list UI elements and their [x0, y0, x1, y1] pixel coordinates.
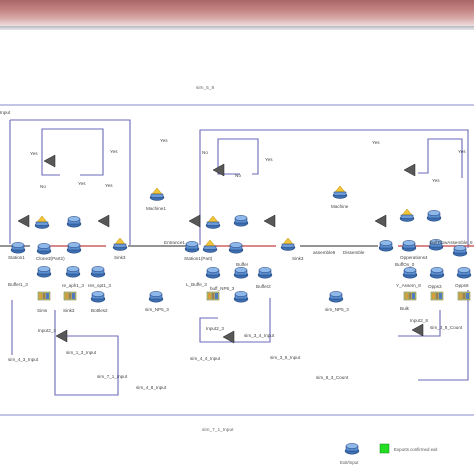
group-label: BuffOn_0 [395, 262, 415, 267]
legend-exit-icon [344, 443, 360, 455]
lane-label: buffFlowAssemble_8 [430, 240, 473, 245]
bottom-label: Input2_3 [38, 328, 56, 333]
bottom-label: Input2_3 [206, 326, 224, 331]
bottom-label: sim_4_3_Input [8, 357, 39, 362]
group-label: Sink3 [63, 308, 75, 313]
signal-label: Yes [110, 149, 118, 154]
window-title-bar [0, 0, 474, 26]
group-label: Buffer [236, 262, 249, 267]
signal-label: Yes [432, 178, 440, 183]
lane-label: Dissemble [343, 250, 365, 255]
lane-label: Station1(Part) [184, 256, 213, 261]
signal-label: No [202, 150, 208, 155]
bottom-label: sim_1_3_Input [66, 350, 97, 355]
feedback-loops [9, 119, 469, 248]
group-label: Bulk [400, 306, 409, 311]
group-label: Y_Assem_8 [396, 283, 421, 288]
sub-label: sim_NP5_3 [325, 307, 349, 312]
title-bar-stripe [0, 26, 474, 30]
legend-color-label: Exports confirmed exit [394, 447, 438, 452]
signal-label: Yes [78, 181, 86, 186]
lane-label: assemble8 [313, 250, 336, 255]
group-label: res_opt1_3 [88, 283, 111, 288]
bottom-label: sim_7_1_Input [97, 374, 128, 379]
group-label: Bottles2 [91, 308, 108, 313]
lane-label: Entrance1 [164, 240, 185, 245]
left-cluster [10, 215, 164, 303]
lane-label: Sink3 [114, 255, 126, 260]
bottom-label: sim_4_8_Input [136, 385, 167, 390]
group-label: re_aph1_3 [62, 283, 84, 288]
left-margin-label: Input [0, 110, 11, 115]
legend-color-swatch [379, 443, 390, 454]
return-loops [11, 290, 469, 396]
station-machine1 [149, 187, 165, 201]
legend-icon-label: Exit/Input [340, 460, 359, 465]
signal-label: No [235, 173, 241, 178]
signal-label: Yes [458, 149, 466, 154]
diagram-title-bottom: sim_7_1_Input [202, 428, 234, 433]
lane-label: Opperations4 [400, 255, 428, 260]
station-machine [332, 185, 348, 199]
station-label: Machine [331, 204, 349, 209]
signal-label: Yes [372, 140, 380, 145]
lane-label: Sink3 [292, 256, 304, 261]
station-label: Machine1 [146, 206, 166, 211]
group-label: L_Buffe_3 [186, 282, 207, 287]
signal-label: Yes [105, 183, 113, 188]
bottom-label: Input2_8 [410, 318, 428, 323]
group-label: Sims [37, 308, 48, 313]
lane-label: Station1 [8, 255, 25, 260]
bottom-label: sim_4_4_Input [190, 356, 221, 361]
diagram-title-top: sim_5_8 [196, 86, 215, 91]
group-label: Buffer2 [256, 284, 271, 289]
frame-lines [0, 104, 474, 416]
signal-label: Yes [265, 157, 273, 162]
bottom-label: sim_3_8_Count [430, 325, 463, 330]
bottom-label: sim_8_3_Count [316, 375, 349, 380]
group-label: buff_NP8_3 [210, 286, 235, 291]
lane-label: Clone3(Part2) [36, 256, 65, 261]
signal-label: No [40, 184, 46, 189]
group-label: Opps8 [455, 283, 469, 288]
group-label: Opps3 [428, 284, 442, 289]
signal-label: Yes [30, 151, 38, 156]
group-label: Buffer1_3 [8, 282, 28, 287]
group-label: sim_NP5_3 [145, 307, 169, 312]
bottom-label: sim_3_8_Input [270, 355, 301, 360]
bottom-label: sim_3_4_Input [244, 333, 275, 338]
signal-label: Yes [160, 138, 168, 143]
